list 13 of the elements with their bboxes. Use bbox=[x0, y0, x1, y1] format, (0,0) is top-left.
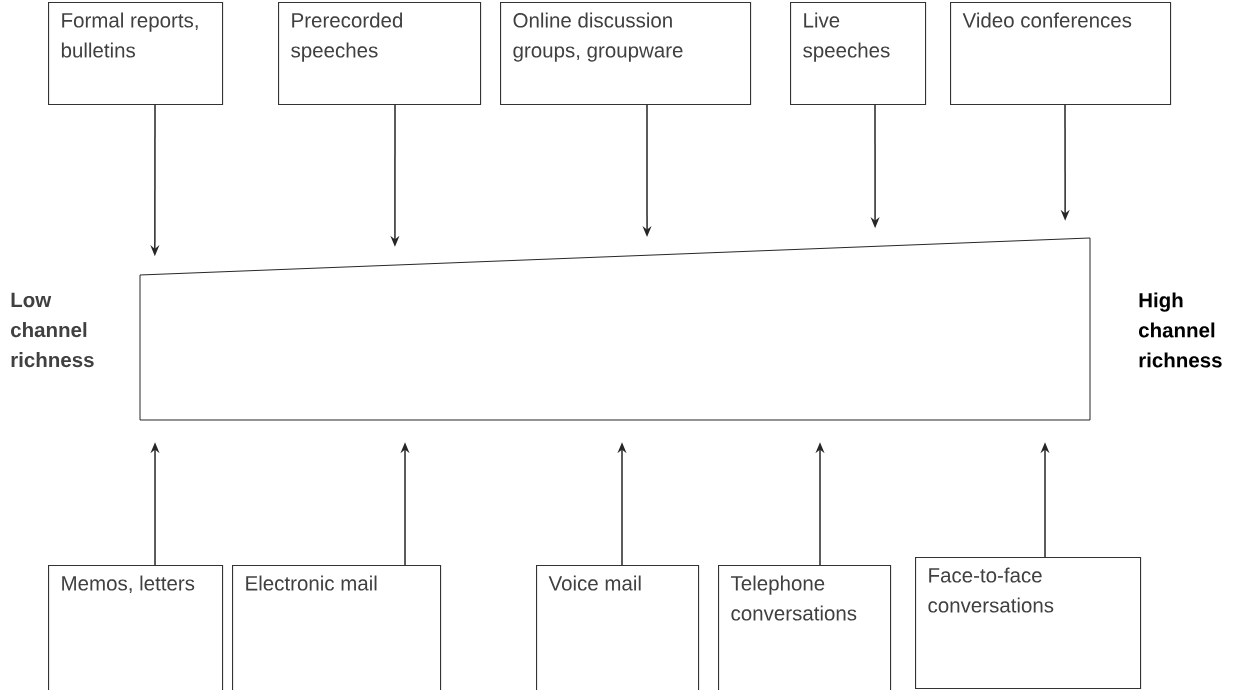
text-box: Electronic mail bbox=[232, 565, 442, 690]
text-box: Live speeches bbox=[790, 2, 927, 106]
side-label: Low channel richness bbox=[11, 292, 94, 368]
text-box: Memos, letters bbox=[48, 565, 224, 690]
text-box: Video conferences bbox=[950, 2, 1172, 106]
text-box: Formal reports, bulletins bbox=[48, 2, 224, 106]
text-box: Prerecorded speeches bbox=[278, 2, 482, 106]
text-box: Voice mail bbox=[536, 565, 700, 690]
text-box: Face-to-face conversations bbox=[915, 557, 1142, 690]
richness-band bbox=[139, 237, 1091, 421]
text-box: Online discussion groups, groupware bbox=[500, 2, 752, 106]
text-box: Telephone conversations bbox=[718, 565, 892, 690]
side-label: High channel richness bbox=[1139, 292, 1222, 368]
